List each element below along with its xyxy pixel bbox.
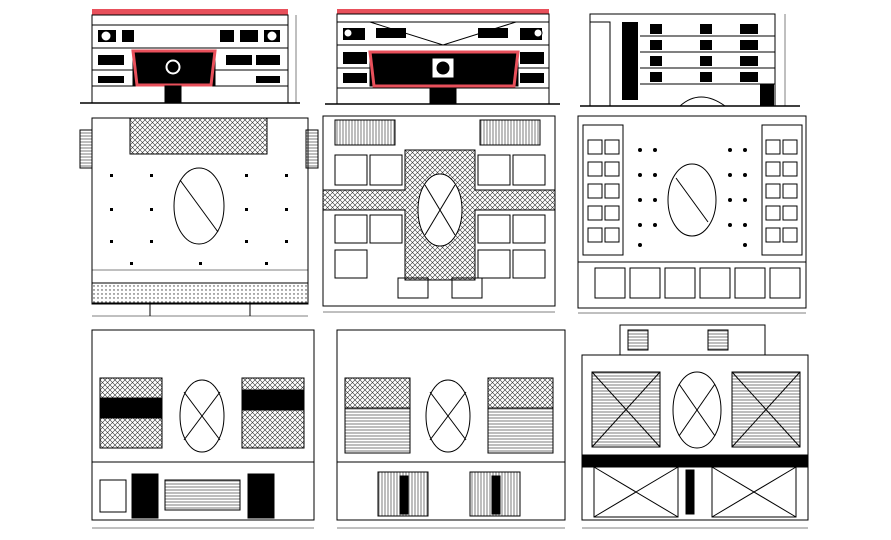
front-elevation-1 bbox=[80, 9, 300, 104]
first-floor-plan bbox=[322, 115, 556, 313]
elevation-parapet-red bbox=[92, 9, 288, 15]
fourth-floor-plan bbox=[336, 329, 566, 529]
front-elevation-2 bbox=[325, 9, 560, 105]
elevation-parapet-red bbox=[337, 9, 549, 14]
second-floor-plan bbox=[577, 115, 807, 314]
third-floor-plan bbox=[91, 329, 315, 529]
side-elevation bbox=[580, 13, 800, 107]
terrace-floor-plan bbox=[581, 324, 809, 529]
ground-floor-plan bbox=[79, 117, 319, 317]
